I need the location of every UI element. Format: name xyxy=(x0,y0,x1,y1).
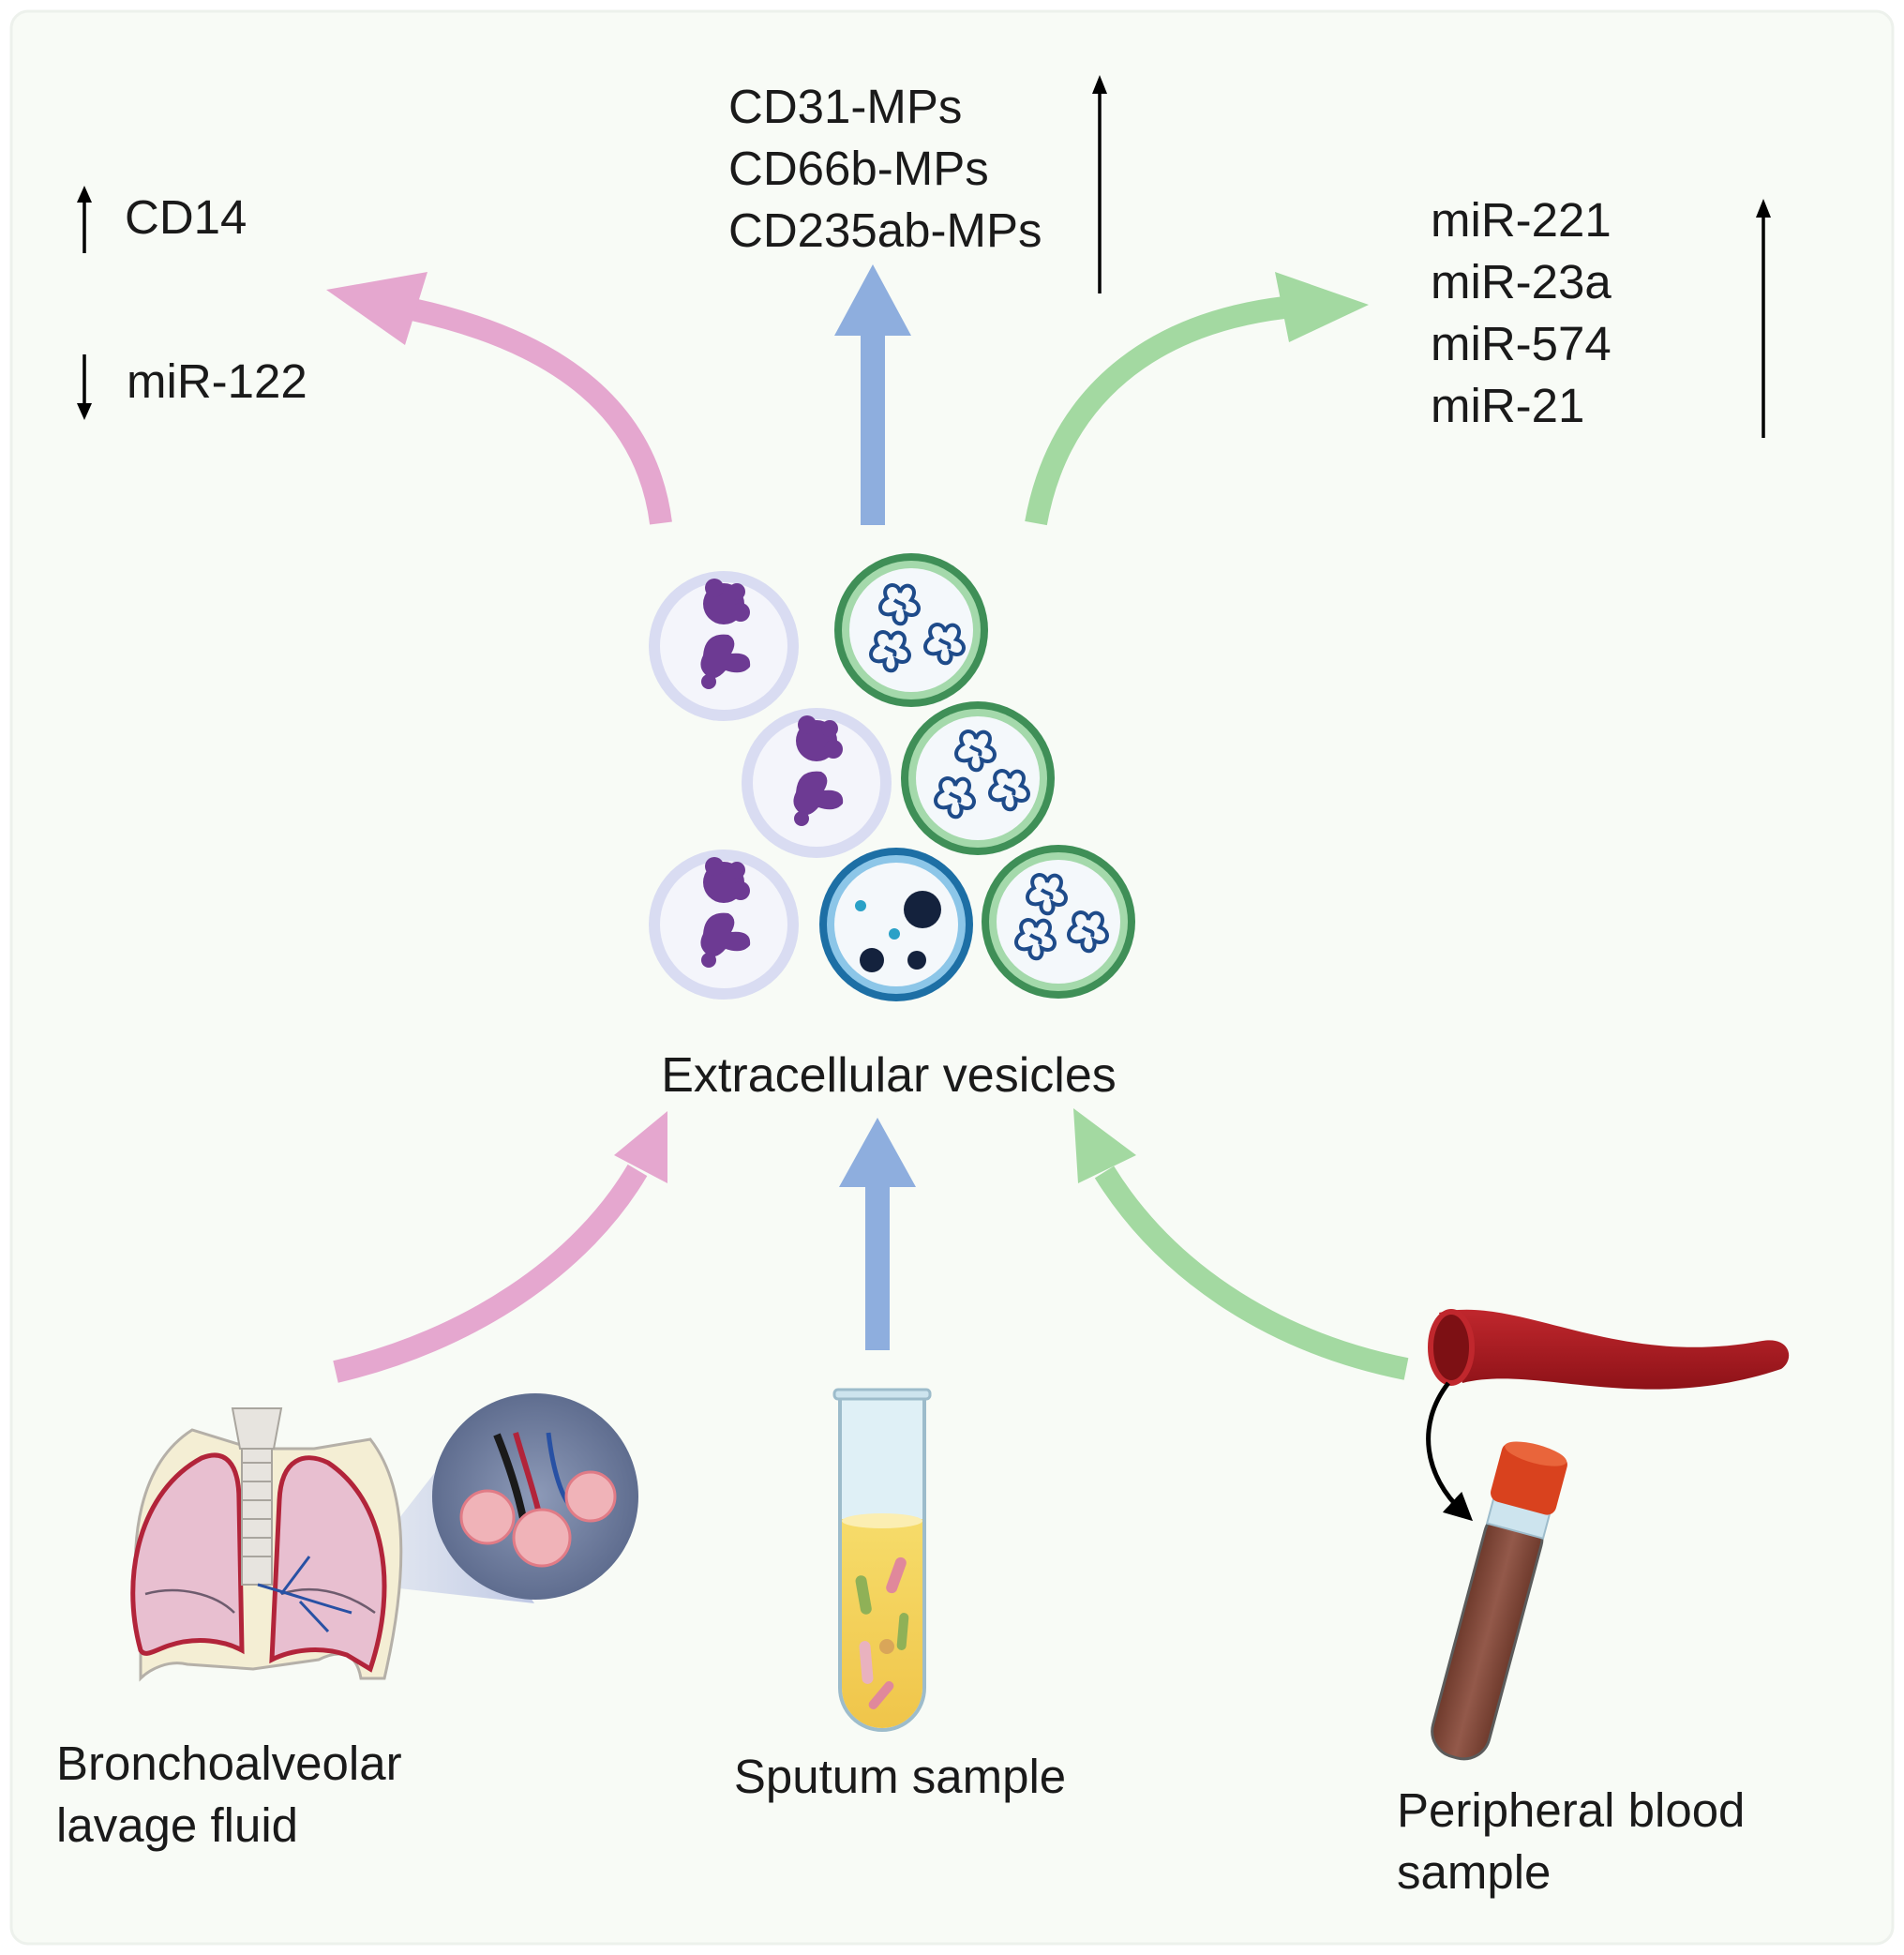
blue-arrow-up xyxy=(834,264,911,525)
blood-label-line2: sample xyxy=(1397,1845,1551,1899)
particle-vesicle xyxy=(819,848,973,1001)
right-markers: miR-221 miR-23a miR-574 miR-21 xyxy=(1431,193,1771,438)
rna-vesicle xyxy=(982,845,1135,999)
marker-cd66b: CD66b-MPs xyxy=(728,142,989,195)
marker-mir21: miR-21 xyxy=(1431,379,1584,432)
bal-label-line1: Bronchoalveolar xyxy=(56,1737,402,1790)
down-arrow-icon xyxy=(77,354,92,420)
up-arrow-icon xyxy=(1756,199,1771,438)
blood-label-line1: Peripheral blood xyxy=(1397,1783,1745,1837)
sputum-label: Sputum sample xyxy=(734,1750,1066,1803)
marker-mir221: miR-221 xyxy=(1431,193,1612,247)
up-arrow-icon xyxy=(1092,75,1107,293)
pink-arrow-up xyxy=(326,272,672,525)
green-arrow-up xyxy=(1025,272,1369,526)
rna-vesicle xyxy=(834,553,988,707)
blue-arrow-from-sputum xyxy=(839,1118,916,1350)
cd14-label: CD14 xyxy=(125,190,247,244)
green-arrow-from-blood xyxy=(1073,1108,1409,1380)
blood-vessel-illustration xyxy=(1426,1309,1790,1761)
marker-mir574: miR-574 xyxy=(1431,317,1612,370)
rna-vesicle xyxy=(901,701,1055,855)
lungs-illustration xyxy=(130,1393,638,1682)
marker-cd235ab: CD235ab-MPs xyxy=(728,203,1042,257)
up-arrow-icon xyxy=(77,186,92,253)
mir122-label: miR-122 xyxy=(127,354,307,408)
marker-cd31: CD31-MPs xyxy=(728,80,962,133)
sputum-tube-illustration xyxy=(832,1388,932,1732)
vesicle-cluster xyxy=(649,553,1135,1001)
protein-vesicle xyxy=(649,850,799,1000)
bal-label-line2: lavage fluid xyxy=(56,1798,298,1852)
left-markers: CD14 miR-122 xyxy=(77,186,307,420)
pink-arrow-from-bal xyxy=(333,1111,667,1383)
protein-vesicle xyxy=(742,708,892,858)
protein-vesicle xyxy=(649,571,799,721)
center-label: Extracellular vesicles xyxy=(661,1048,1117,1103)
marker-mir23a: miR-23a xyxy=(1431,255,1612,308)
top-markers: CD31-MPs CD66b-MPs CD235ab-MPs xyxy=(728,75,1107,293)
